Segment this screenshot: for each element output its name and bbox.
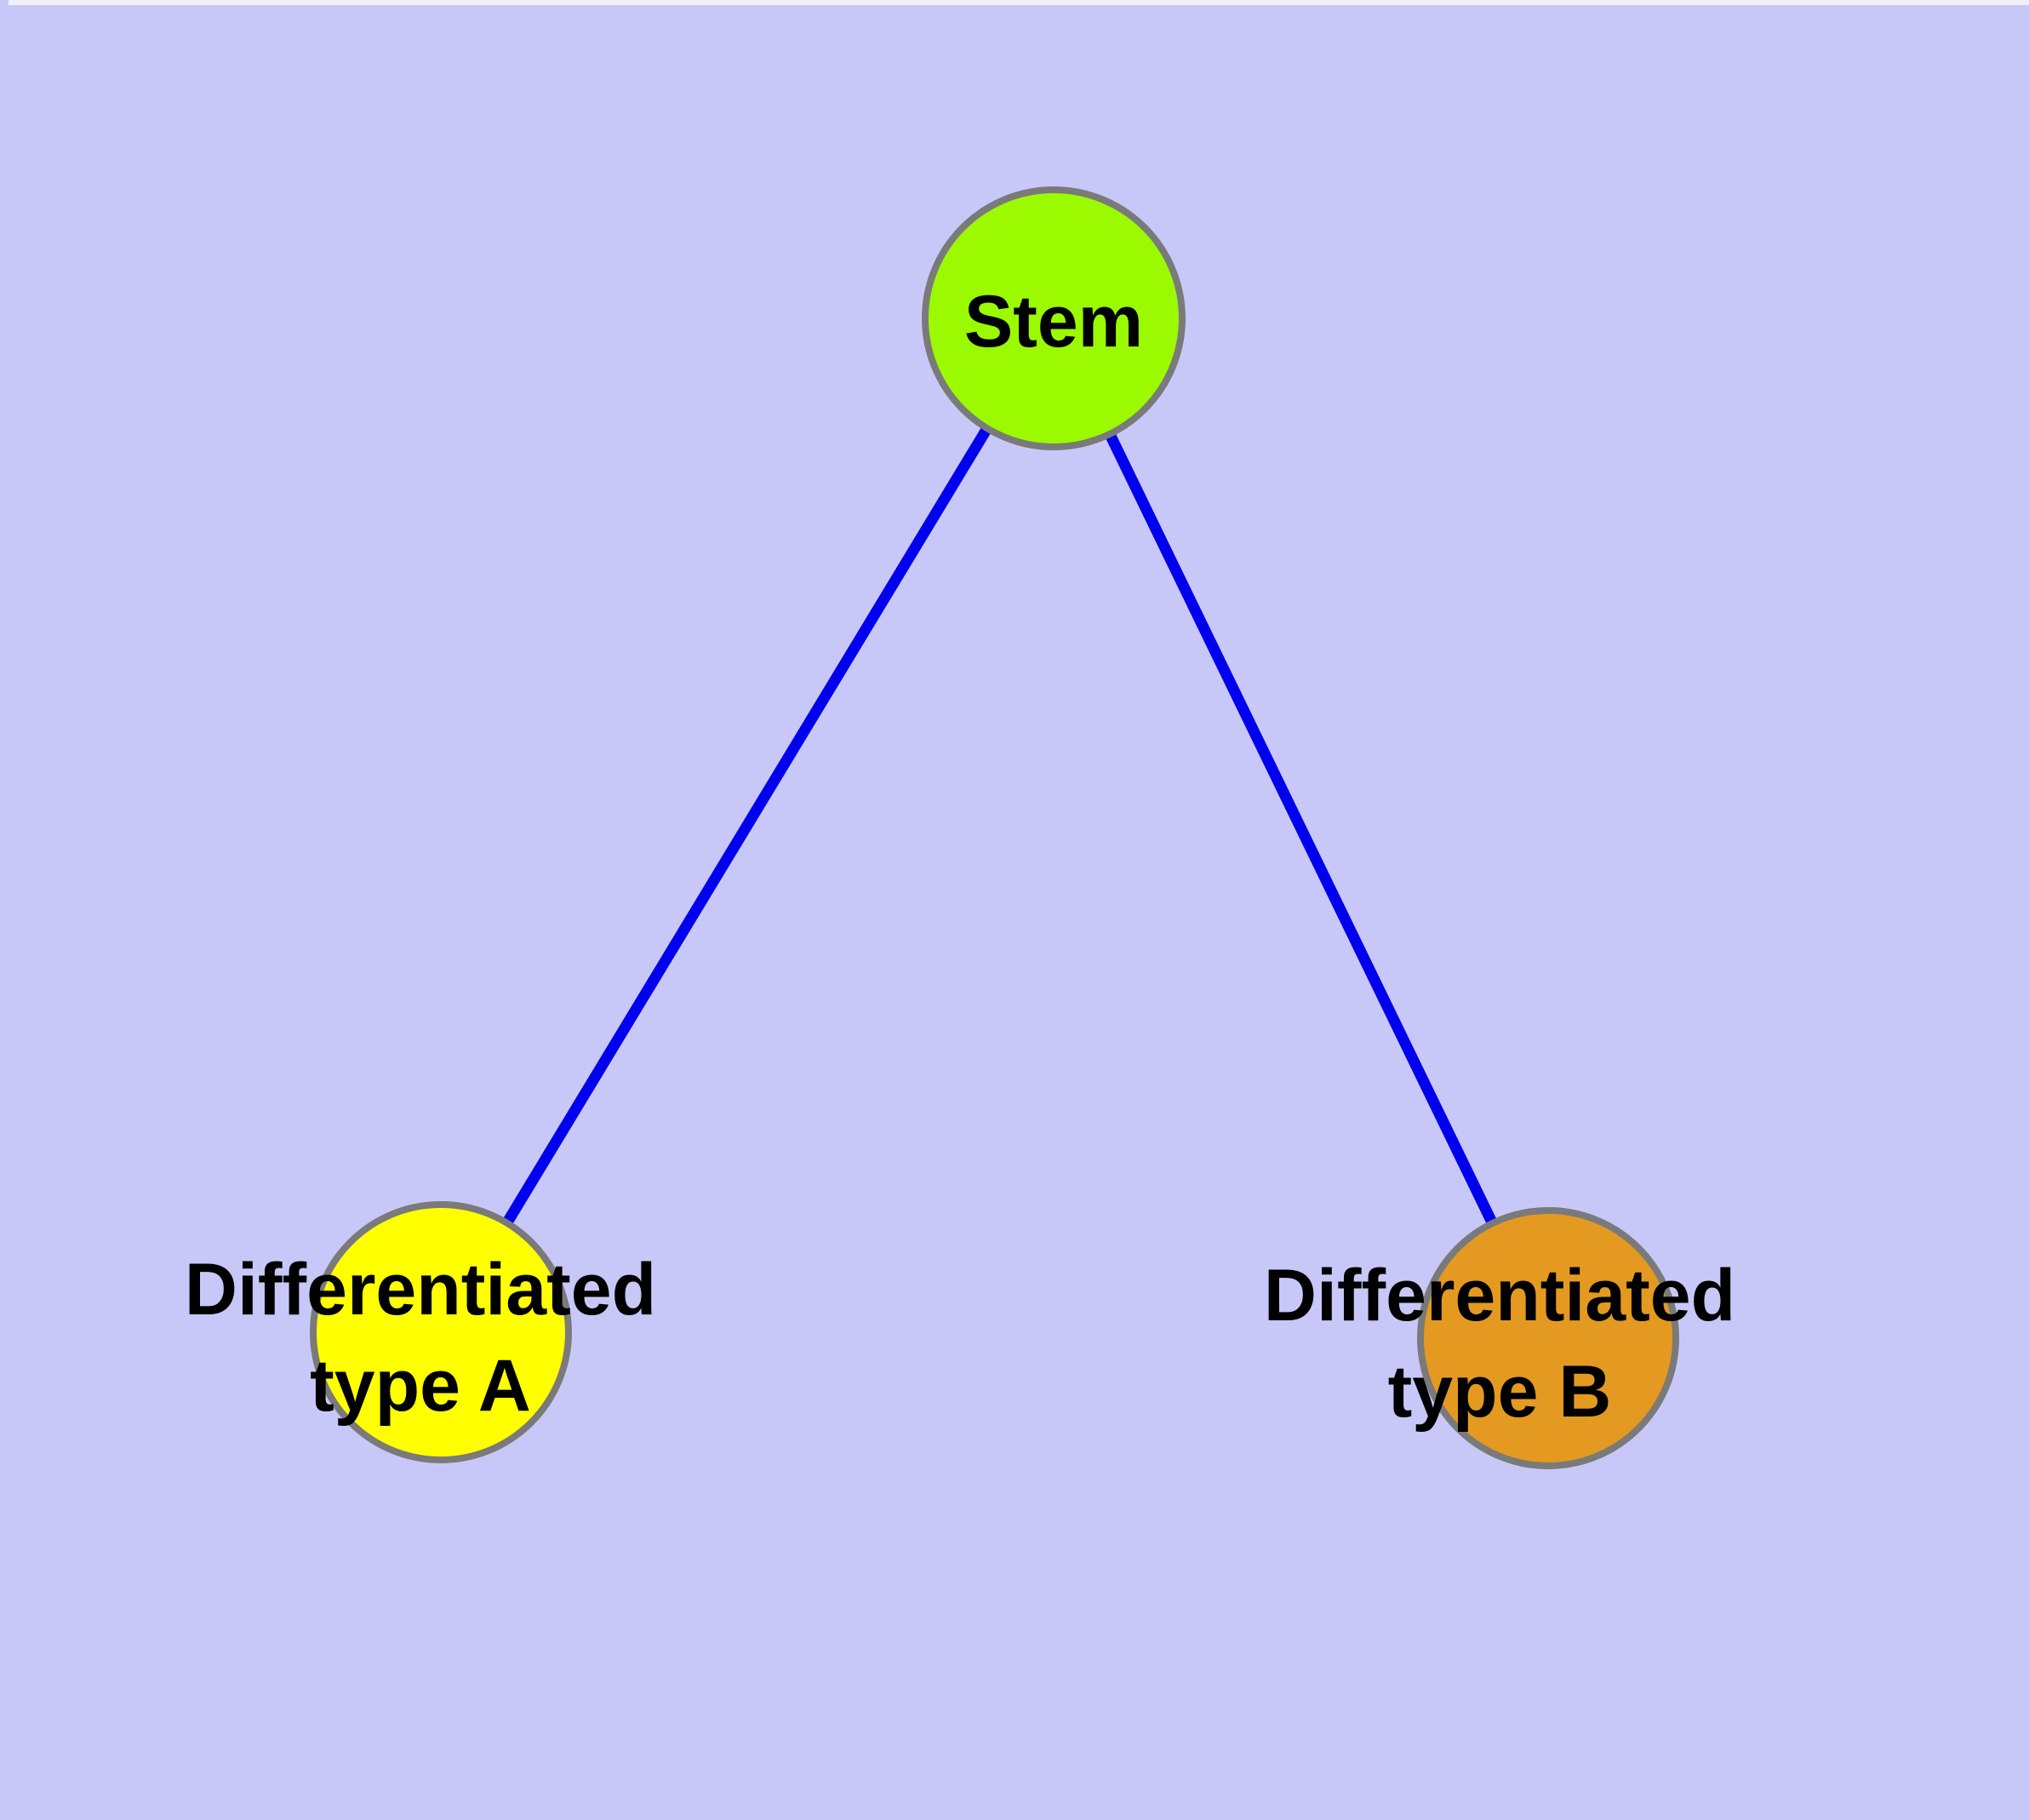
node-differentiated-type-a[interactable]: Differentiated type A: [185, 1201, 656, 1463]
node-stem-circle[interactable]: [922, 186, 1186, 450]
node-stem[interactable]: Stem: [922, 186, 1186, 450]
node-stem-label: Stem: [964, 281, 1143, 363]
node-type-b-circle[interactable]: [1417, 1207, 1679, 1469]
node-type-a-circle[interactable]: [310, 1201, 572, 1463]
node-type-b-label-line1: Differentiated: [1264, 1255, 1735, 1336]
node-differentiated-type-b[interactable]: Differentiated type B: [1264, 1207, 1735, 1469]
node-type-a-label-line2: type A: [310, 1345, 531, 1427]
node-type-b-label-line2: type B: [1388, 1351, 1612, 1433]
edge-stem-to-type-a: [436, 315, 1059, 1336]
node-type-a-label-line1: Differentiated: [185, 1249, 656, 1331]
window-top-edge-highlight: [9, 0, 2029, 5]
edge-stem-to-type-b: [1049, 316, 1553, 1341]
